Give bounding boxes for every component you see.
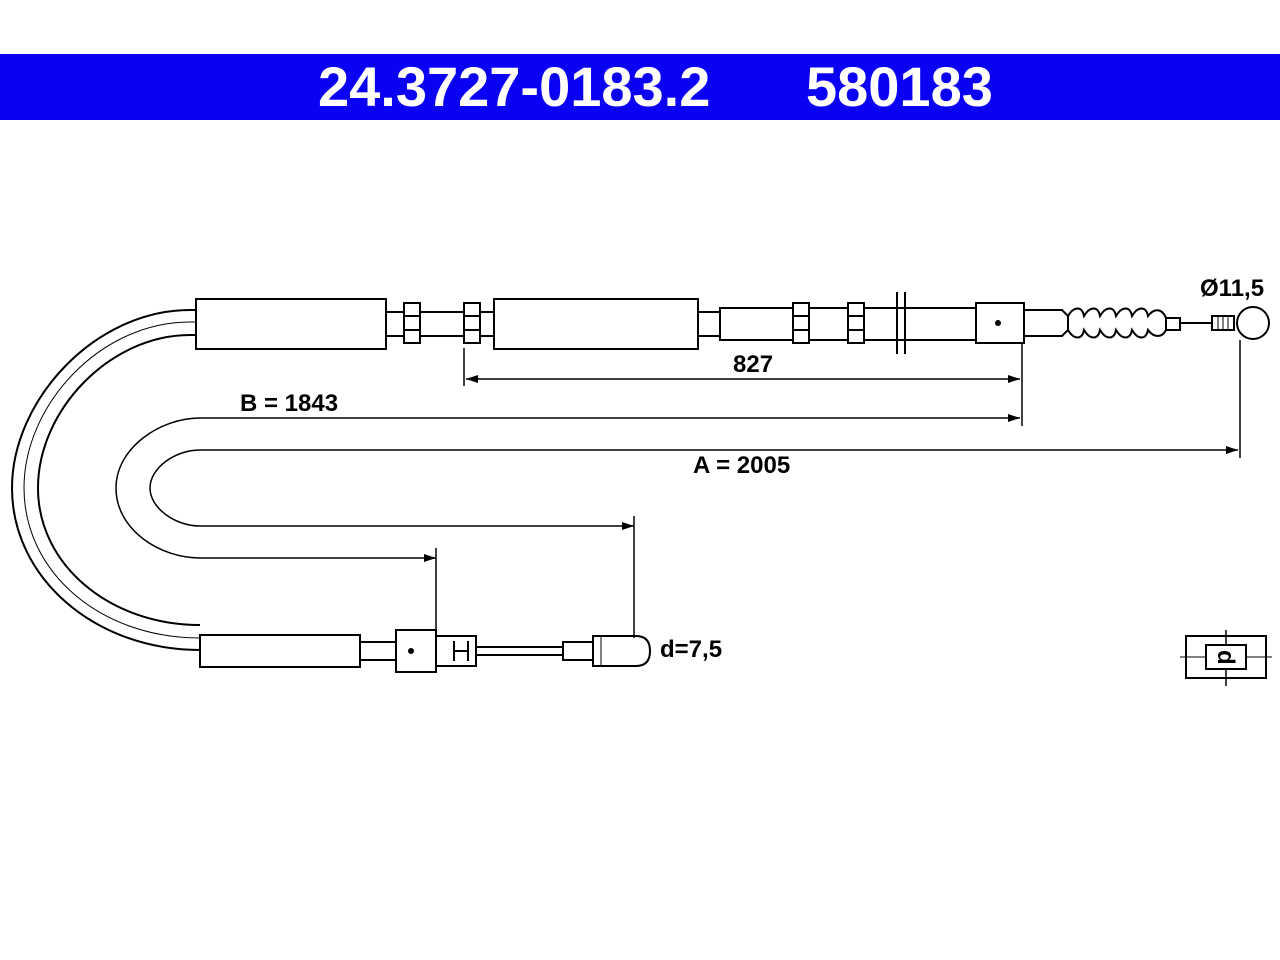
upper-cable-assembly bbox=[195, 292, 1270, 354]
diameter-detail-label: d bbox=[1212, 650, 1239, 665]
hex-nut-4 bbox=[847, 302, 865, 344]
dimension-a: A = 2005 bbox=[693, 452, 790, 479]
title-bar: 24.3727-0183.2 580183 bbox=[0, 54, 1280, 120]
lower-cable-assembly bbox=[199, 629, 652, 673]
fitting-cap bbox=[1023, 309, 1069, 337]
dimension-827: 827 bbox=[733, 351, 773, 378]
sleeve-upper-left bbox=[195, 298, 387, 350]
diameter-detail-symbol bbox=[1180, 630, 1272, 686]
ball-diameter-label: Ø11,5 bbox=[1200, 275, 1264, 302]
hex-nut-3 bbox=[792, 302, 810, 344]
part-number: 24.3727-0183.2 bbox=[318, 55, 711, 118]
dimension-lines bbox=[115, 340, 1241, 638]
cable-sheath bbox=[10, 309, 201, 651]
dim-line-a bbox=[149, 446, 1238, 530]
hex-nut-2 bbox=[463, 302, 481, 344]
hex-nut-1 bbox=[403, 302, 421, 344]
lower-fitting bbox=[395, 629, 437, 673]
fitting-hole bbox=[995, 320, 1001, 326]
lower-tube bbox=[359, 641, 399, 661]
tube-4 bbox=[697, 311, 723, 337]
lower-fitting-hole bbox=[408, 648, 414, 654]
sleeve-lower bbox=[199, 634, 361, 668]
nipple-diameter-label: d=7,5 bbox=[660, 636, 722, 663]
bellows-end bbox=[1165, 317, 1181, 331]
reference-number: 580183 bbox=[806, 55, 993, 118]
nipple-end bbox=[592, 635, 652, 667]
nipple-neck bbox=[562, 641, 594, 661]
sleeve-upper-middle bbox=[493, 298, 699, 350]
spring-bellows bbox=[1067, 307, 1167, 339]
dimension-b: B = 1843 bbox=[240, 390, 338, 417]
tube-2 bbox=[419, 311, 465, 337]
dim-line-b bbox=[115, 414, 1020, 562]
ball-end bbox=[1236, 306, 1270, 340]
